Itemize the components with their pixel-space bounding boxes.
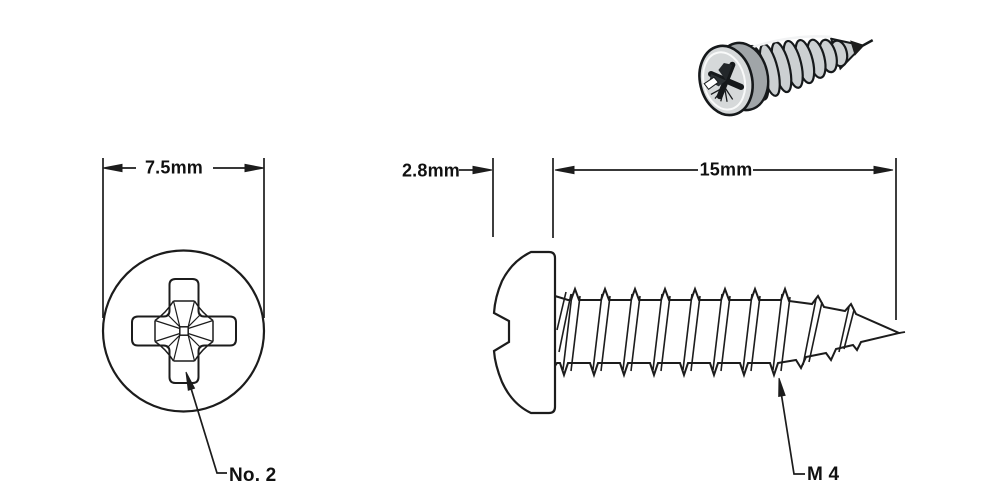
leader-recess-size [185, 371, 227, 474]
dimension-label-head-diameter: 7.5mm [144, 157, 204, 178]
dimension-head-height [459, 158, 554, 238]
dimension-head-diameter [102, 158, 265, 318]
dimension-thread-length [554, 158, 897, 320]
thread-crest-lines [556, 291, 855, 372]
phillips-recess-outline [131, 278, 237, 384]
screw-3d-illustration [698, 35, 874, 117]
arrowhead-up [778, 377, 786, 397]
dimension-lines [102, 158, 897, 475]
thread-shank-outline [554, 285, 903, 379]
arrowhead-right [244, 163, 265, 173]
arrowhead-left [554, 165, 575, 175]
arrowhead-right [873, 165, 894, 175]
pan-head-profile [492, 250, 557, 415]
side-view [492, 250, 906, 415]
phillips-recess-inner [154, 300, 214, 362]
dimension-label-head-height: 2.8mm [401, 160, 461, 181]
leader-thread-size [778, 377, 805, 475]
leader-label-thread-size: M 4 [807, 464, 840, 485]
dimension-label-thread-length: 15mm [699, 159, 753, 180]
phillips-recess-3d [703, 61, 745, 102]
leader-label-recess-size: No. 2 [229, 465, 277, 486]
phillips-recess-starburst [154, 300, 214, 362]
arrowhead-left [102, 163, 123, 173]
arrowhead-right [472, 165, 493, 175]
arrowhead-up [185, 371, 196, 391]
front-view [101, 249, 266, 413]
